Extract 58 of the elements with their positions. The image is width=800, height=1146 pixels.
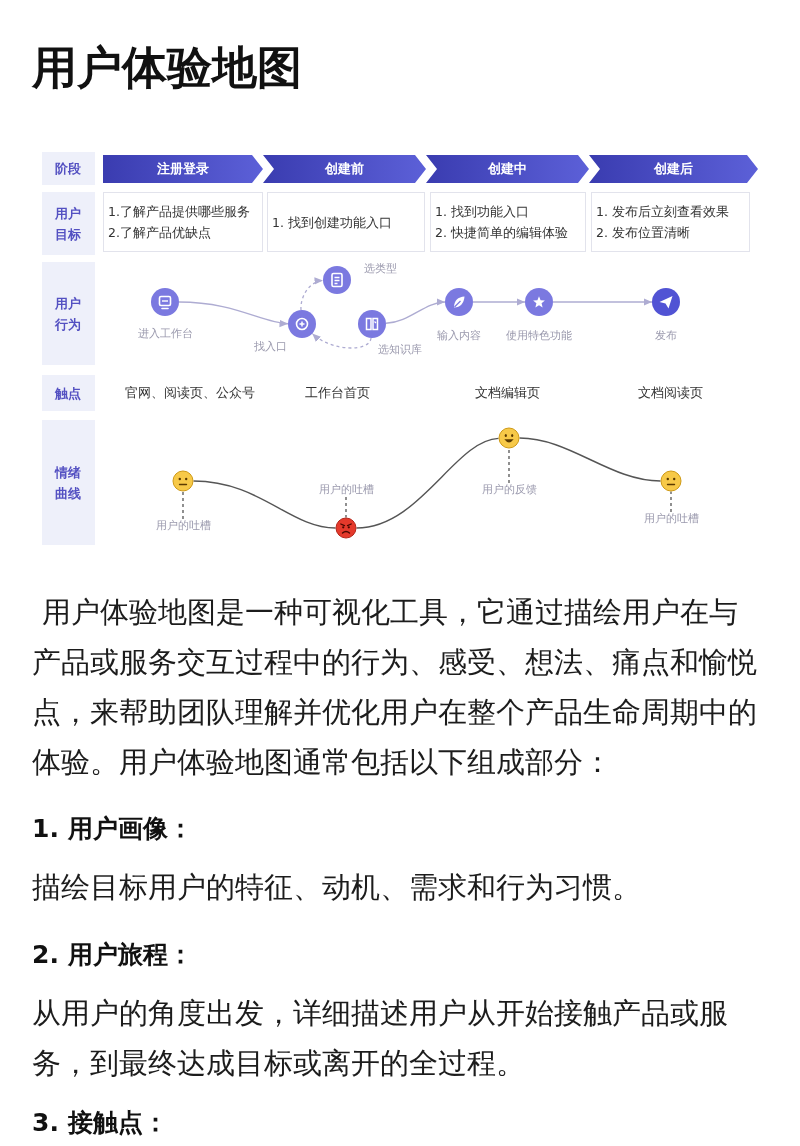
arrow [300, 277, 324, 311]
section-heading: 1. 用户画像： [32, 813, 193, 845]
comment-label: 用户的吐槽 [155, 519, 211, 533]
step-label: 使用特色功能 [506, 329, 572, 343]
goal-box: 1.了解产品提供哪些服务 2.了解产品优缺点 [103, 192, 263, 252]
angry-face-icon [335, 517, 357, 539]
emotion-curve [518, 437, 662, 482]
arrow [311, 332, 372, 349]
leader-line [345, 496, 347, 519]
comment-label: 用户的吐槽 [643, 512, 699, 526]
touchpoint-label: 官网、阅读页、公众号 [125, 385, 255, 401]
row-header: 触点 [42, 375, 95, 411]
row-header: 用户目标 [42, 192, 95, 255]
body-text: 从用户的角度出发，详细描述用户从开始接触产品或服务，到最终达成目标或离开的全过程。 [32, 995, 729, 1082]
send-icon [652, 288, 680, 316]
neutral-face-icon [660, 470, 682, 492]
goal-box: 1. 找到创建功能入口 [267, 192, 425, 252]
arrow [178, 301, 289, 327]
leader-line [182, 490, 184, 520]
row-header: 用户行为 [42, 262, 95, 365]
step-label: 选知识库 [378, 343, 422, 357]
touchpoint-label: 文档编辑页 [474, 385, 540, 401]
arrow [472, 298, 526, 306]
step-label: 输入内容 [437, 329, 481, 343]
row-header: 情绪曲线 [42, 420, 95, 545]
leader-line [508, 447, 510, 484]
stage-banner: 创建中 [426, 155, 589, 183]
arrow [385, 299, 446, 324]
stage-banner: 创建前 [263, 155, 426, 183]
plus-icon [288, 310, 316, 338]
emotion-curve [192, 480, 337, 529]
body-text: 描绘目标用户的特征、动机、需求和行为习惯。 [32, 869, 642, 906]
section-heading: 2. 用户旅程： [32, 939, 193, 971]
row-header: 阶段 [42, 152, 95, 185]
touchpoint-label: 文档阅读页 [637, 385, 703, 401]
page-title: 用户体验地图 [32, 40, 302, 96]
step-label: 进入工作台 [137, 327, 193, 341]
monitor-icon [151, 288, 179, 316]
goal-box: 1. 发布后立刻查看效果 2. 发布位置清晰 [591, 192, 750, 252]
stage-banner: 创建后 [589, 155, 758, 183]
section-heading: 3. 接触点： [32, 1107, 168, 1139]
body-text: 用户体验地图是一种可视化工具，它通过描绘用户在与产品或服务交互过程中的行为、感受、想法、痛点和愉悦点，来帮助团队理解并优化用户在整个产品生命周期中的体验。用户体验地图通常包括以下组成部分： [32, 594, 758, 781]
touchpoint-label: 工作台首页 [304, 385, 370, 401]
goal-box: 1. 找到功能入口 2. 快捷简单的编辑体验 [430, 192, 586, 252]
stage-banner: 注册登录 [103, 155, 263, 183]
step-label: 找入口 [253, 340, 287, 354]
happy-face-icon [498, 427, 520, 449]
emotion-curve [355, 437, 500, 529]
book-icon [358, 310, 386, 338]
comment-label: 用户的反馈 [481, 483, 537, 497]
neutral-face-icon [172, 470, 194, 492]
leader-line [670, 490, 672, 513]
step-label: 发布 [655, 329, 677, 343]
step-label: 选类型 [363, 262, 397, 276]
document-icon [323, 266, 351, 294]
arrow [552, 298, 653, 306]
comment-label: 用户的吐槽 [318, 483, 374, 497]
leaf-icon [445, 288, 473, 316]
